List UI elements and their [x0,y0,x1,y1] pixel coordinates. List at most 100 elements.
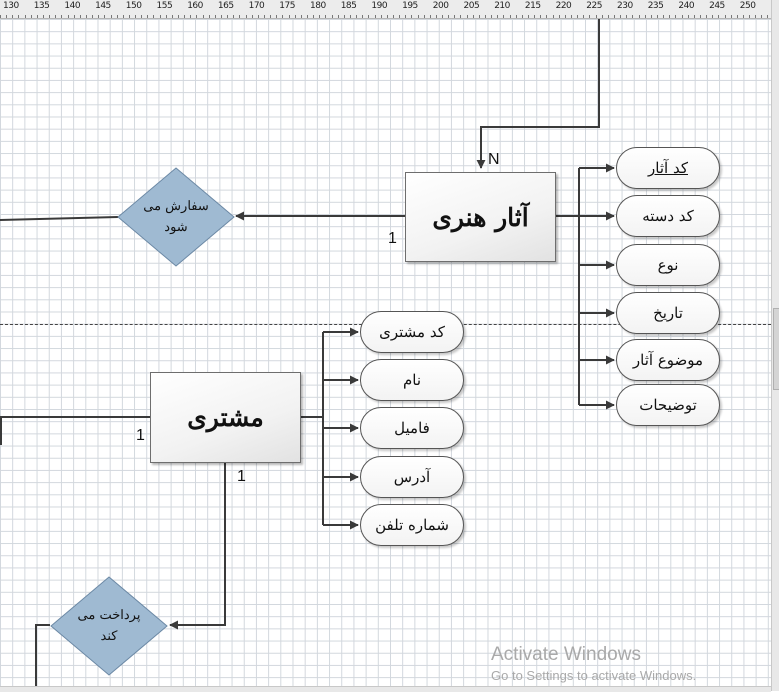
relationship-payment-label: پرداخت می کند [77,608,141,644]
connector-payment-left [35,624,50,691]
ruler-tick [743,15,744,18]
entity-customer[interactable]: مشتری [150,372,301,463]
ruler-tick [602,15,603,18]
ruler-tick [227,15,228,18]
attribute-works-date[interactable]: تاریخ [616,292,720,334]
attribute-works-description[interactable]: توضیحات [616,384,720,426]
attribute-works-id[interactable]: کد آثار [616,147,720,189]
ruler-tick [368,15,369,18]
ruler-tick [166,15,167,18]
ruler-tick [571,15,572,18]
attribute-customer-first-name[interactable]: نام [360,359,464,401]
attribute-works-subject[interactable]: موضوع آثار [616,339,720,381]
ruler-tick [559,15,560,18]
attribute-label: کد مشتری [379,323,445,341]
ruler-label: 225 [586,1,602,11]
relationship-payment[interactable]: پرداخت می کند [50,576,168,676]
ruler-tick [749,15,750,18]
ruler-tick [675,15,676,18]
ruler-tick [546,15,547,18]
ruler-tick [325,15,326,18]
ruler-tick [289,15,290,18]
vertical-scrollbar[interactable] [771,0,779,691]
ruler-tick [418,15,419,18]
entity-customer-label: مشتری [187,403,264,432]
ruler-tick [301,15,302,18]
ruler-tick [761,15,762,18]
attribute-works-category-code[interactable]: کد دسته [616,195,720,237]
ruler-tick [497,15,498,18]
ruler-tick [534,15,535,18]
attribute-works-type[interactable]: نوع [616,244,720,286]
attribute-label: توضیحات [639,396,697,414]
ruler-label: 175 [279,1,295,11]
attribute-customer-id[interactable]: کد مشتری [360,311,464,353]
ruler-tick [135,15,136,18]
ruler-label: 220 [555,1,572,11]
ruler-tick [221,15,222,18]
ruler-tick [344,15,345,18]
relationship-order-label: سفارش می شود [143,199,209,235]
relationship-order[interactable]: سفارش می شود [117,167,235,267]
ruler-tick [737,15,738,18]
ruler-tick [387,15,388,18]
ruler-tick [160,15,161,18]
ruler-tick [190,15,191,18]
ruler-tick [767,15,768,18]
ruler-tick [596,15,597,18]
ruler-tick [92,15,93,18]
ruler-tick [332,15,333,18]
ruler-tick [86,15,87,18]
ruler-tick [436,15,437,18]
ruler-tick [485,15,486,18]
ruler-tick [68,15,69,18]
ruler-label: 200 [432,1,449,11]
ruler-tick [405,15,406,18]
ruler-tick [49,15,50,18]
ruler-tick [215,15,216,18]
ruler-tick [276,15,277,18]
attribute-label: فامیل [394,419,430,437]
ruler-tick [319,15,320,18]
entity-works[interactable]: آثار هنری [405,172,556,262]
ruler-tick [111,15,112,18]
attribute-customer-last-name[interactable]: فامیل [360,407,464,449]
ruler-tick [669,15,670,18]
ruler-tick [31,15,32,18]
ruler-tick [632,15,633,18]
ruler-label: 235 [647,1,664,11]
ruler-tick [467,15,468,18]
horizontal-scrollbar[interactable] [0,686,771,692]
scrollbar-thumb[interactable] [773,308,779,390]
ruler-tick [706,15,707,18]
ruler-tick [129,15,130,18]
attribute-customer-phone[interactable]: شماره تلفن [360,504,464,546]
ruler-label: 150 [125,1,142,11]
ruler-label: 240 [678,1,695,11]
ruler-tick [725,15,726,18]
ruler-tick [454,15,455,18]
ruler-label: 140 [64,1,81,11]
ruler-tick [295,15,296,18]
ruler-tick [258,15,259,18]
ruler-tick [712,15,713,18]
ruler-tick [657,15,658,18]
ruler-label: 230 [617,1,633,11]
ruler-label: 160 [187,1,203,11]
ruler-tick [460,15,461,18]
ruler-tick [270,15,271,18]
ruler-tick [264,15,265,18]
ruler-tick [356,15,357,18]
ruler-tick [80,15,81,18]
ruler-tick [448,15,449,18]
attribute-customer-address[interactable]: آدرس [360,456,464,498]
ruler-tick [0,15,1,18]
ruler-label: 250 [739,1,756,11]
ruler-tick [516,15,517,18]
ruler-label: 180 [310,1,326,11]
ruler-tick [473,15,474,18]
ruler-tick [61,15,62,18]
ruler-label: 190 [371,1,388,11]
ruler-tick [503,15,504,18]
